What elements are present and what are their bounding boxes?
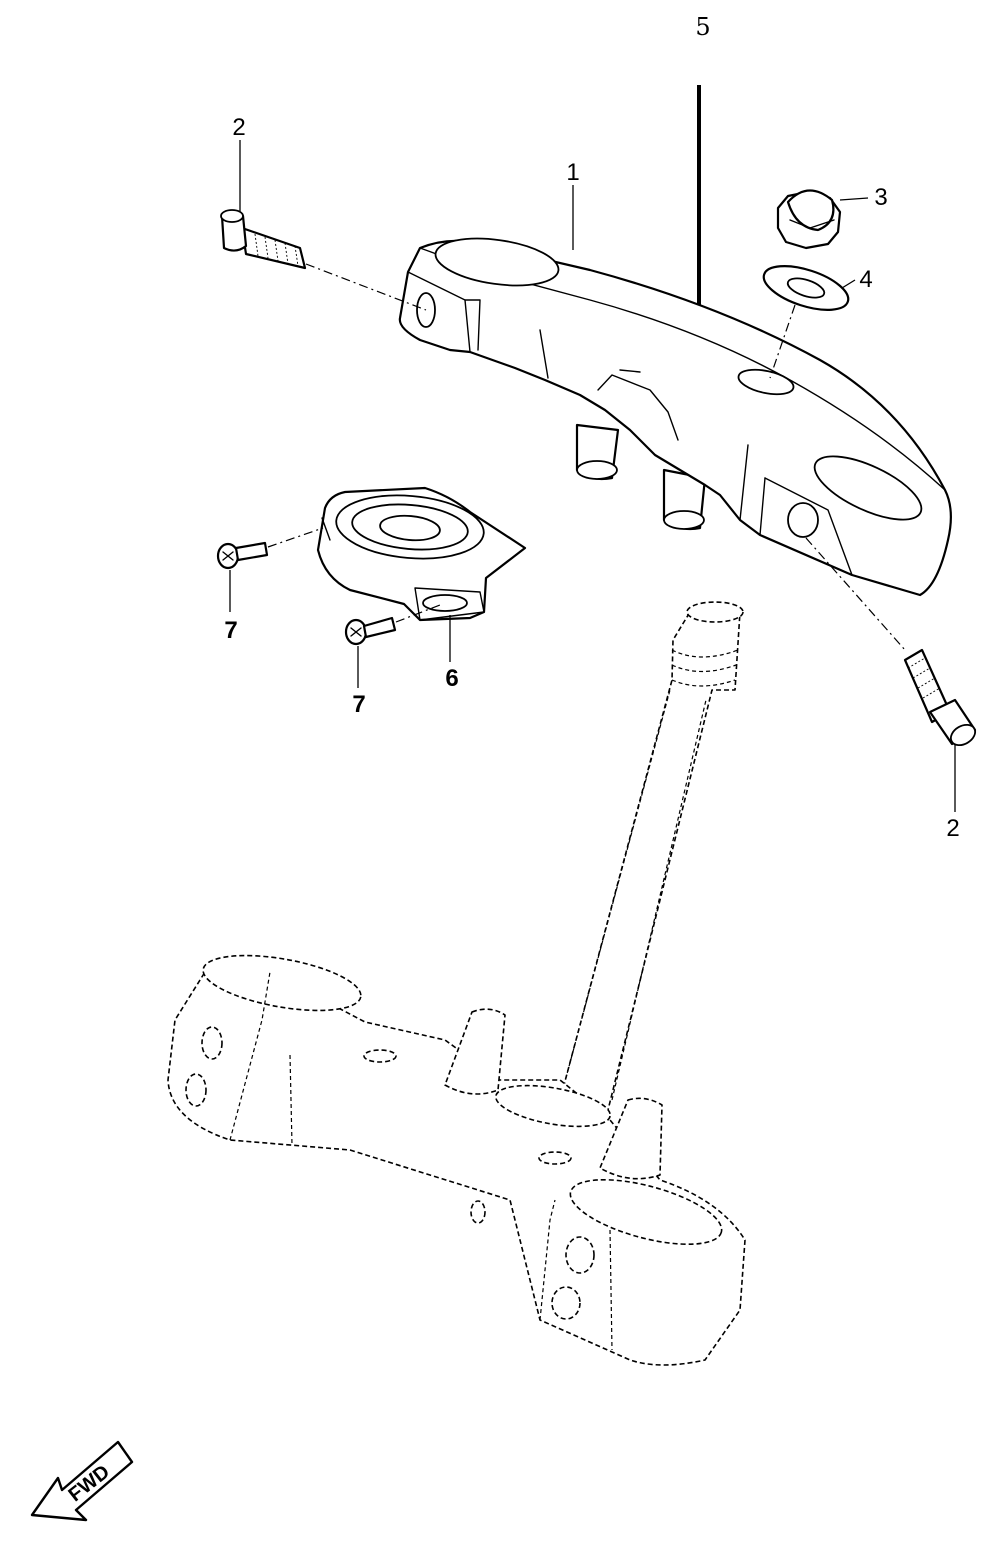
leader-part-3 <box>839 197 869 201</box>
lower-triple-clamp-phantom <box>167 954 746 1366</box>
steering-stem-phantom <box>559 601 744 1111</box>
cap-nut <box>776 189 842 250</box>
clamp-bolt-upper <box>220 209 307 270</box>
arrow-down-left-icon <box>30 1440 134 1522</box>
washer <box>762 265 850 311</box>
clamp-bolt-lower <box>903 648 977 747</box>
upper-triple-clamp <box>398 237 952 597</box>
callout-2-lower: 2 <box>946 815 959 842</box>
nut-axis <box>769 304 796 379</box>
screw-upper <box>216 541 269 570</box>
leader-part-4 <box>841 279 856 289</box>
callout-3: 3 <box>874 184 887 211</box>
screw-lower <box>344 616 397 646</box>
callout-2-upper: 2 <box>232 114 245 141</box>
screw-axis-upper <box>267 527 324 548</box>
ignition-cover <box>316 486 527 622</box>
callout-7-upper: 7 <box>224 617 237 644</box>
callout-6: 6 <box>445 665 458 692</box>
screw-axis-lower <box>395 604 441 623</box>
callout-4: 4 <box>859 266 872 293</box>
bolt-axis-lower <box>805 537 906 651</box>
callout-5: 5 <box>695 13 710 41</box>
bolt-axis-upper <box>305 263 427 311</box>
fwd-indicator: FWD <box>30 1440 134 1522</box>
callout-7-lower: 7 <box>352 691 365 718</box>
callout-1: 1 <box>566 159 579 186</box>
